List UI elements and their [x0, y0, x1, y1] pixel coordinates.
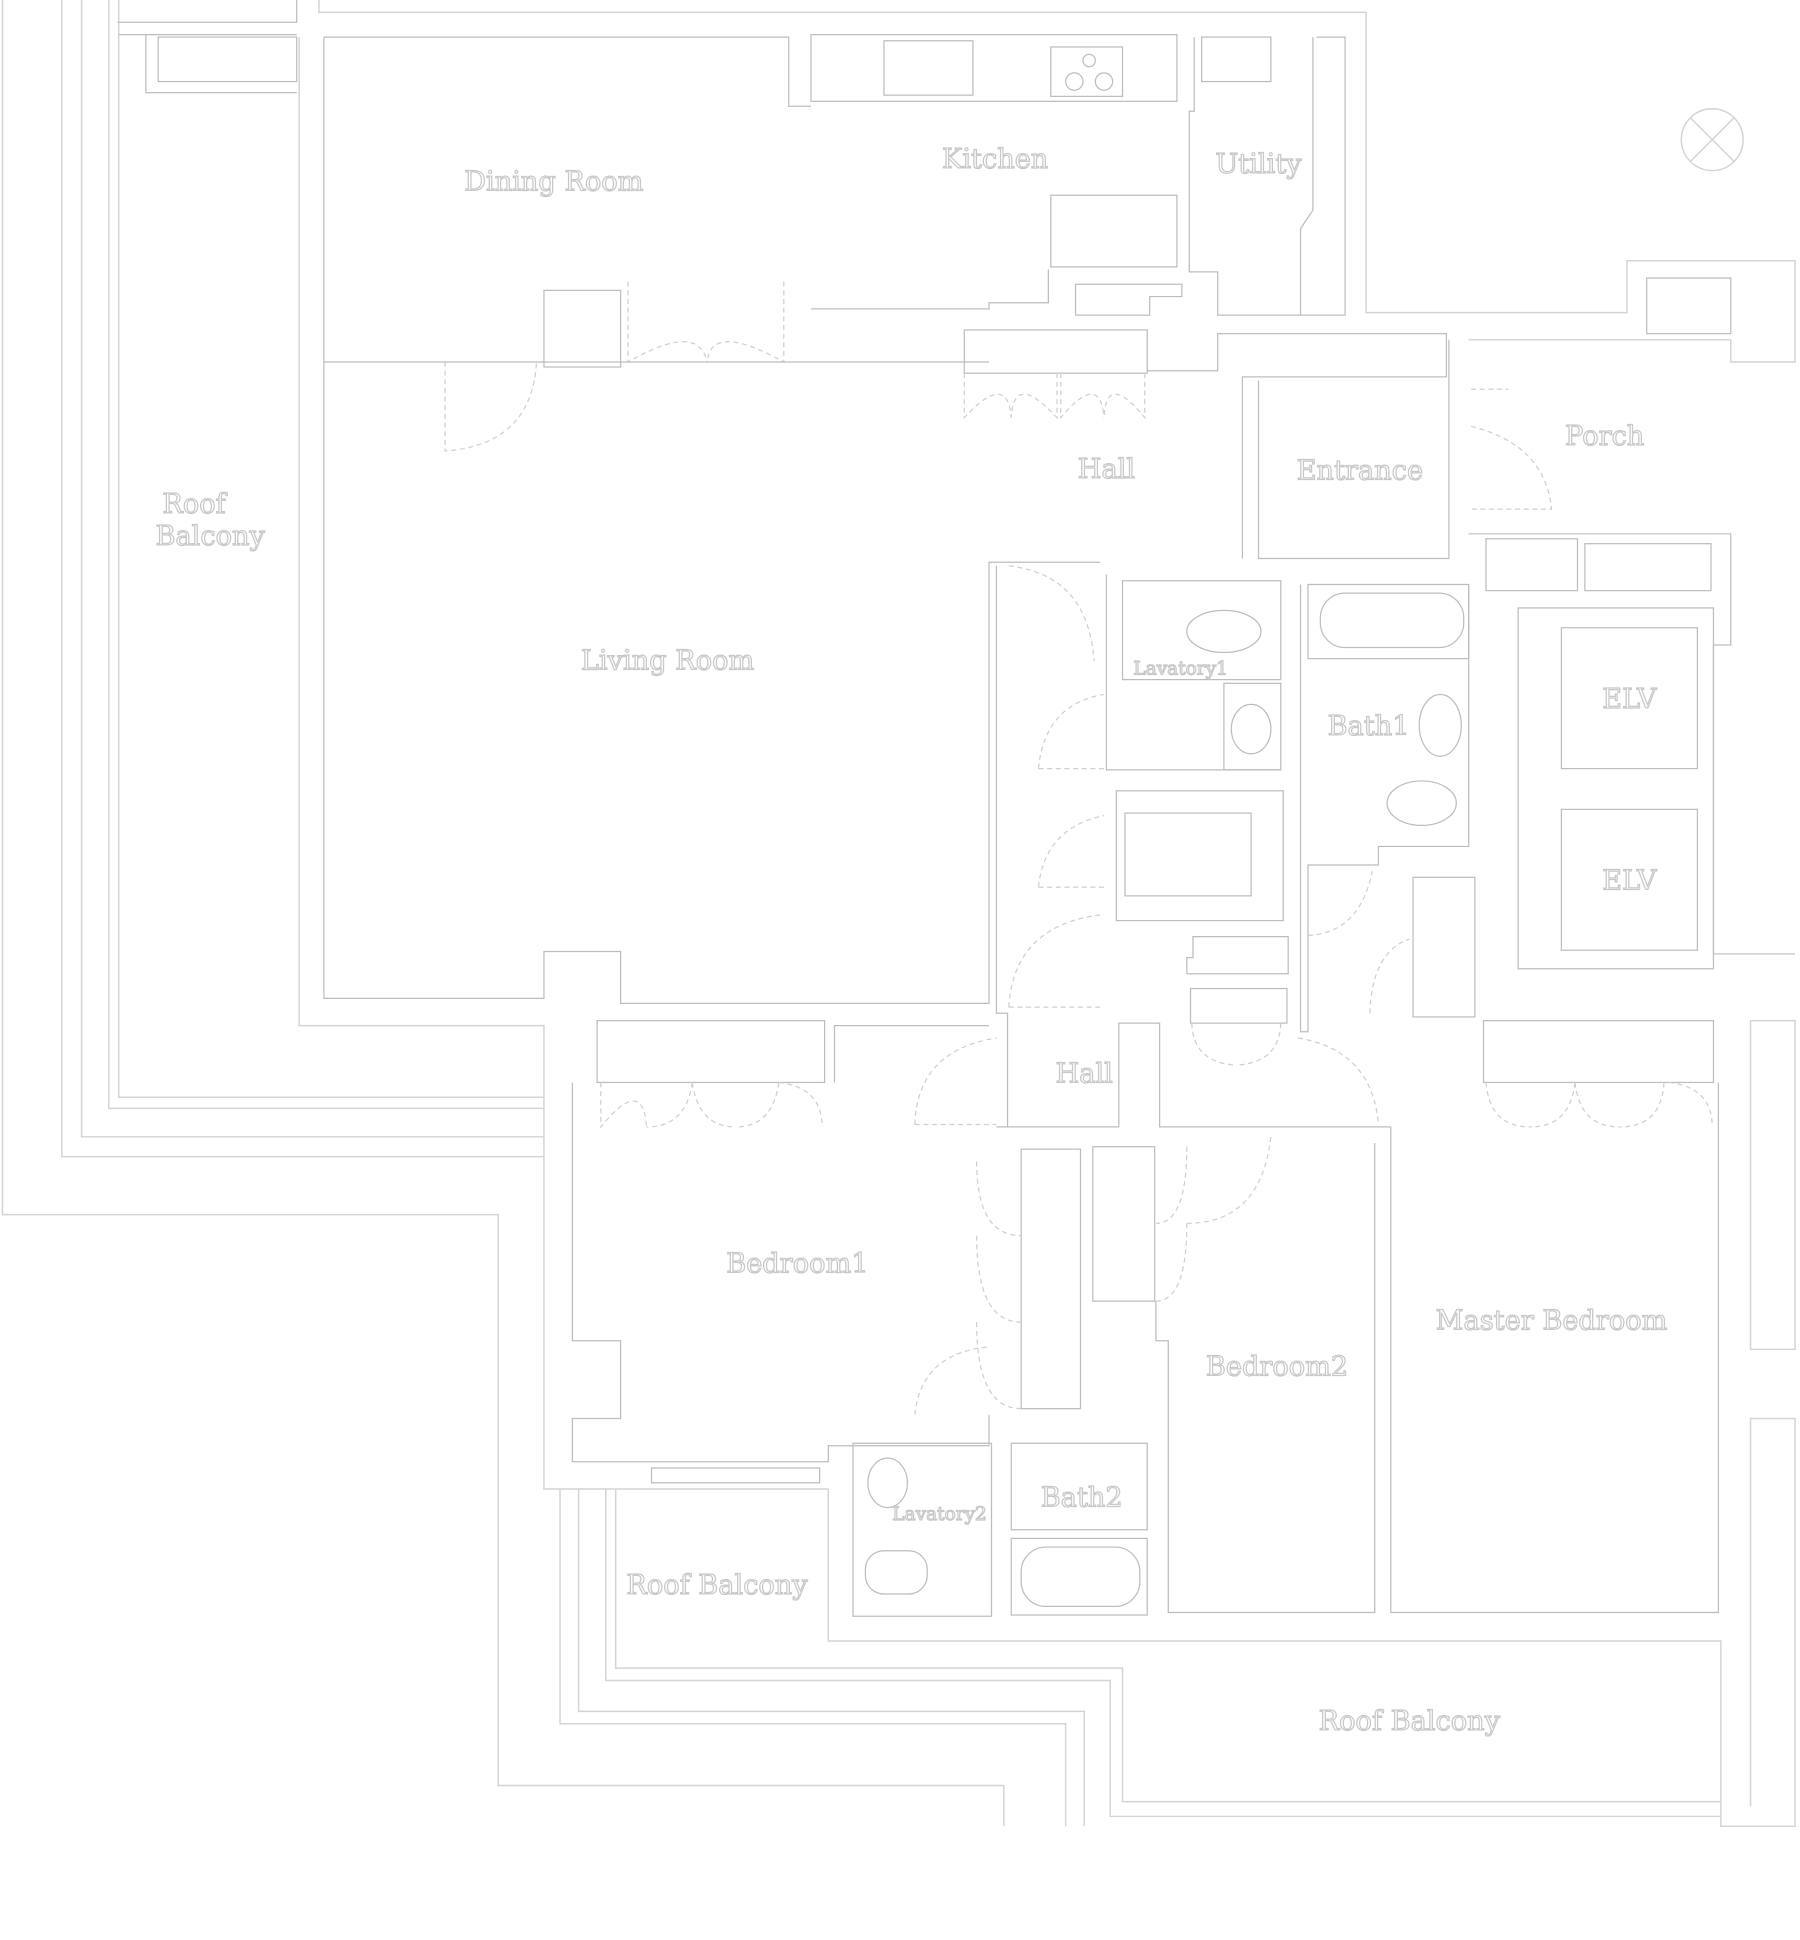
label-roof-balcony-south: Roof Balcony — [626, 1570, 808, 1601]
label-bath2: Bath2 — [1041, 1482, 1123, 1513]
label-dining-room: Dining Room — [464, 166, 644, 197]
kitchen-utility — [810, 33, 1744, 335]
label-hall-south: Hall — [1056, 1058, 1113, 1089]
label-lavatory2: Lavatory2 — [892, 1504, 987, 1525]
doors-north — [323, 269, 1712, 592]
label-entrance: Entrance — [1297, 455, 1423, 486]
label-bedroom1: Bedroom1 — [726, 1249, 868, 1280]
label-elv-2: ELV — [1602, 866, 1658, 897]
label-lavatory1: Lavatory1 — [1133, 659, 1228, 680]
label-roof-balcony-west-2: Balcony — [155, 521, 265, 552]
label-elv-1: ELV — [1602, 684, 1658, 715]
label-kitchen: Kitchen — [942, 144, 1048, 175]
label-roof-balcony-southeast: Roof Balcony — [1319, 1706, 1501, 1737]
label-utility: Utility — [1215, 149, 1302, 180]
bedroom-wing — [571, 1020, 1720, 1617]
label-roof-balcony-west-1: Roof — [162, 489, 227, 520]
outer-walls — [1, 0, 1796, 1828]
label-bath1: Bath1 — [1328, 711, 1410, 742]
label-master-bedroom: Master Bedroom — [1436, 1306, 1668, 1337]
label-porch: Porch — [1565, 421, 1644, 452]
label-bedroom2: Bedroom2 — [1206, 1351, 1348, 1382]
label-hall-north: Hall — [1078, 454, 1135, 485]
core — [995, 565, 1715, 1127]
room-labels: Dining Room Kitchen Utility Roof Balcony… — [155, 143, 1668, 1737]
label-living-room: Living Room — [581, 646, 755, 677]
